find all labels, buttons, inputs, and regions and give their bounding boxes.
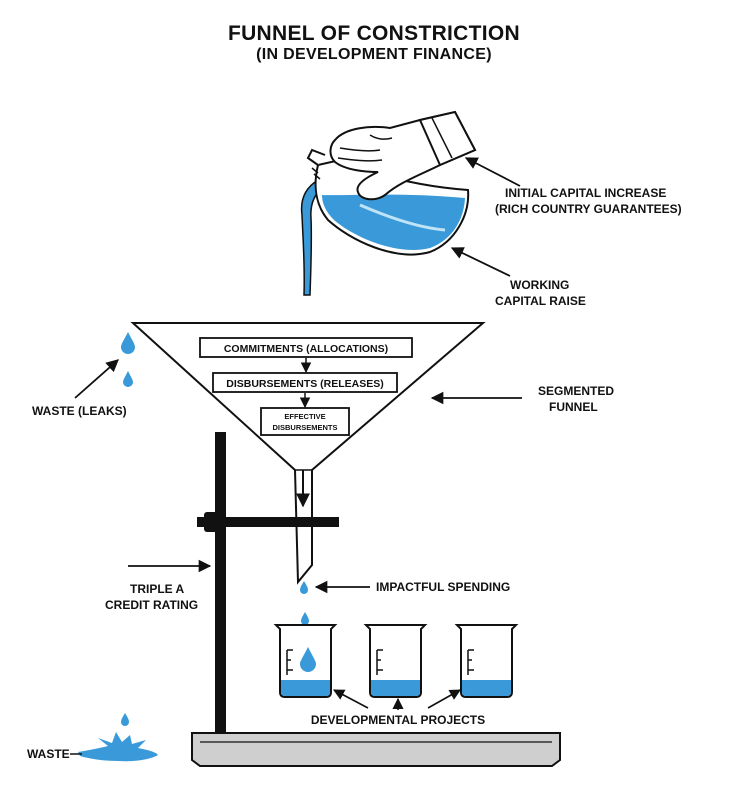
diagram-title: FUNNEL OF CONSTRICTION — [227, 22, 521, 45]
label-triple-a-1: TRIPLE A — [130, 582, 185, 596]
label-working-capital-1: WORKING — [510, 278, 569, 292]
waste-splash — [78, 732, 158, 762]
falling-drop — [301, 612, 309, 625]
stand-base — [191, 732, 561, 767]
arrow-capital-increase — [464, 157, 521, 187]
stage-disbursements-label: DISBURSEMENTS (RELEASES) — [226, 378, 384, 390]
stage-effective-label-2: DISBURSEMENTS — [272, 423, 337, 432]
leak-drop-2 — [123, 371, 133, 387]
pour-stream — [300, 178, 323, 296]
label-capital-increase-1: INITIAL CAPITAL INCREASE — [505, 186, 666, 200]
stage-effective-label-1: EFFECTIVE — [284, 412, 325, 421]
beaker-2 — [363, 624, 428, 698]
label-working-capital-2: CAPITAL RAISE — [495, 294, 586, 308]
label-waste: WASTE — [27, 747, 70, 761]
beaker-3 — [454, 624, 519, 698]
stage-disbursements-box — [212, 372, 398, 393]
impactful-drop — [300, 581, 308, 594]
label-segmented-2: FUNNEL — [549, 400, 598, 414]
leak-drop-1 — [121, 332, 135, 354]
label-segmented-1: SEGMENTED — [538, 384, 614, 398]
diagram-subtitle: (IN DEVELOPMENT FINANCE) — [256, 46, 492, 63]
arrow-working-capital — [450, 247, 511, 277]
arrow-waste-leaks — [74, 359, 119, 399]
label-triple-a-2: CREDIT RATING — [105, 598, 198, 612]
arrow-project-3 — [427, 689, 461, 709]
label-waste-leaks: WASTE (LEAKS) — [32, 404, 127, 418]
segmented-funnel — [130, 322, 486, 585]
stage-effective-box — [260, 407, 350, 436]
beaker-1 — [273, 624, 338, 698]
label-capital-increase-2: (RICH COUNTRY GUARANTEES) — [495, 202, 682, 216]
label-impactful: IMPACTFUL SPENDING — [376, 580, 510, 594]
label-projects: DEVELOPMENTAL PROJECTS — [311, 713, 485, 727]
stage-commitments-label: COMMITMENTS (ALLOCATIONS) — [224, 343, 388, 355]
waste-drop — [121, 713, 129, 726]
flask-liquid — [322, 194, 465, 250]
arrow-project-1 — [333, 689, 369, 709]
glove-cuff — [418, 110, 477, 167]
pouring-flask — [300, 110, 477, 296]
lab-stand — [191, 432, 561, 767]
stage-commitments-box — [199, 337, 413, 358]
